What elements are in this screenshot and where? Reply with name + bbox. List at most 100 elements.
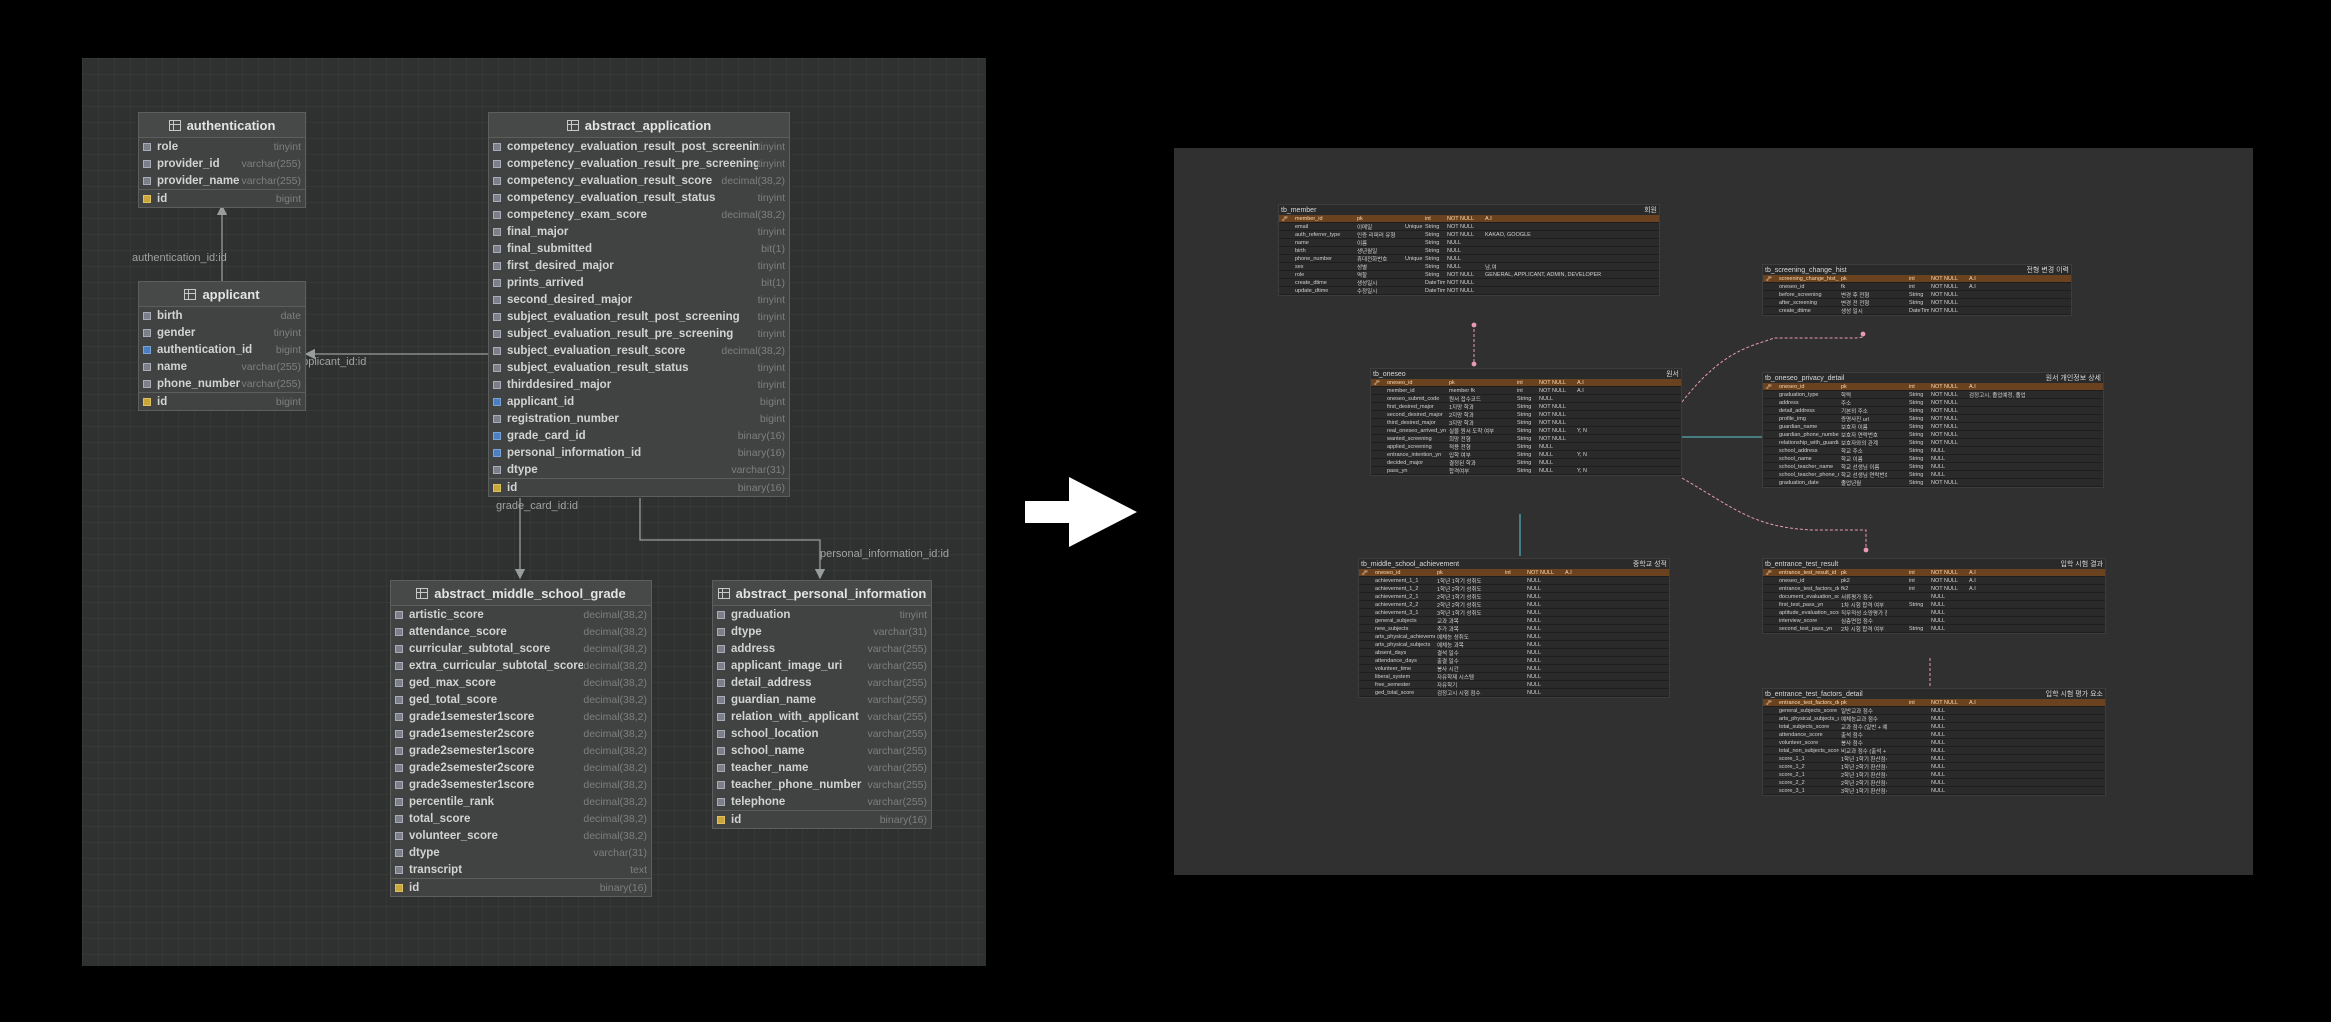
column-row[interactable]: competency_evaluation_result_post_screen… xyxy=(489,138,789,155)
column-icon xyxy=(493,278,501,287)
column-type: varchar(255) xyxy=(241,360,301,373)
mini-cell: absent_days xyxy=(1375,649,1407,656)
mini-cell: member fk xyxy=(1449,387,1475,394)
column-name: grade3semester1score xyxy=(409,778,535,791)
left-erd-canvas[interactable]: authentication_id:id applicant_id:id gra… xyxy=(82,58,986,966)
left-relation-lines xyxy=(216,204,826,580)
mini-cell: String xyxy=(1425,247,1440,254)
mini-cell: 심층면접 점수 xyxy=(1841,618,1873,625)
mini-cell: oneseo_id xyxy=(1375,569,1401,576)
column-row[interactable]: subject_evaluation_result_post_screening… xyxy=(489,308,789,325)
mini-cell: 휴대전화번호 xyxy=(1357,256,1388,263)
mini-cell: NOT NULL xyxy=(1539,403,1567,410)
mini-cell: String xyxy=(1909,479,1924,486)
table-abstract-middle-school-grade[interactable]: abstract_middle_school_grade artistic_sco… xyxy=(390,580,652,897)
column-row[interactable]: competency_evaluation_result_pre_screeni… xyxy=(489,155,789,172)
mini-cell: third_desired_major xyxy=(1387,419,1436,426)
mini-cell: 직무적성 소양평가 점수 xyxy=(1841,610,1887,617)
mini-cell: NOT NULL xyxy=(1931,299,1959,306)
mini-cell: relationship_with_guardian xyxy=(1779,439,1839,446)
mini-cell: A.I xyxy=(1969,275,1976,282)
table-title: abstract_middle_school_grade xyxy=(434,585,626,601)
mini-cell: 결석 일수 xyxy=(1437,650,1459,657)
mini-cell: NOT NULL xyxy=(1539,427,1567,434)
mini-cell: 예체능 성취도 xyxy=(1437,634,1469,641)
column-name: teacher_name xyxy=(731,761,809,774)
mini-cell: update_dtime xyxy=(1295,287,1329,294)
mini-cell: 비교과 점수 (출석 + 봉사) xyxy=(1841,748,1887,755)
